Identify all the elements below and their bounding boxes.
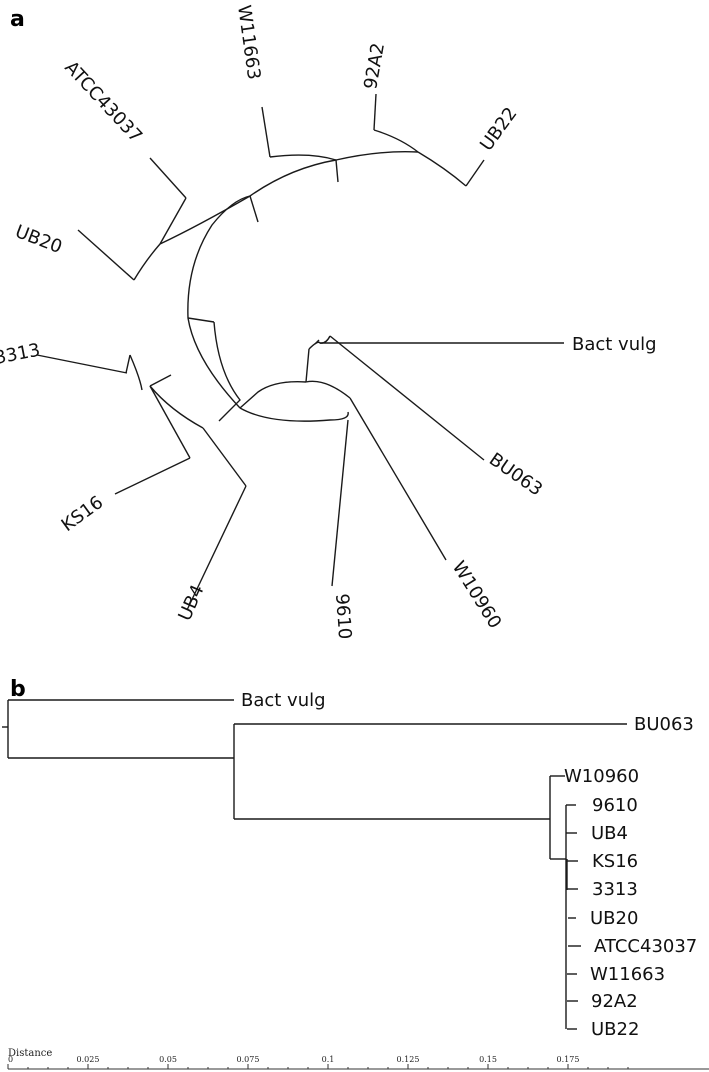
leaf-label-ks16-b: KS16: [592, 851, 638, 872]
panel-label-b: b: [10, 677, 26, 702]
leaf-label-3313-a: 3313: [0, 340, 42, 369]
leaf-label-atcc43037-a: ATCC43037: [60, 57, 146, 147]
branch-ub20: [77, 229, 135, 281]
leaf-label-w10960-b: W10960: [564, 766, 639, 787]
branch-92a2: [373, 93, 377, 131]
stub-atcc: [159, 197, 187, 245]
stub-ub4: [202, 427, 247, 487]
leaf-label-3313-b: 3313: [592, 879, 638, 900]
branch-ub22: [465, 159, 485, 187]
branch-bu063: [329, 335, 485, 461]
leaf-label-9610-b: 9610: [592, 795, 638, 816]
stub-lower: [187, 317, 215, 323]
axis-tick-label: 0.075: [237, 1055, 260, 1064]
stub-ks16b: [149, 385, 191, 459]
leaf-label-ub22-b: UB22: [591, 1019, 639, 1040]
leaf-label-bact-vulg-a: Bact vulg: [572, 334, 657, 355]
leaf-label-92a2-b: 92A2: [591, 991, 638, 1012]
leaf-label-bu063-b: BU063: [634, 714, 694, 735]
arc-3313: [129, 354, 143, 391]
leaf-label-w11663-b: W11663: [590, 964, 665, 985]
arc-lower: [213, 321, 241, 422]
stub-inner: [305, 348, 310, 383]
leaf-label-atcc43037-b: ATCC43037: [594, 936, 697, 957]
axis-tick-label: 0.025: [77, 1055, 100, 1064]
leaf-label-ks16-a: KS16: [58, 492, 108, 536]
stub-ks: [149, 374, 172, 387]
stub-3313: [125, 354, 131, 374]
circular-tree: [36, 93, 564, 611]
leaf-label-w10960-a: W10960: [448, 558, 506, 633]
leaf-label-ub20-b: UB20: [590, 908, 638, 929]
arc-9610: [239, 407, 349, 422]
axis-tick-label: 0: [8, 1055, 13, 1064]
arc-ub22: [417, 151, 467, 187]
leaf-label-w11663-a: W11663: [233, 4, 264, 81]
leaf-label-bact-vulg-b: Bact vulg: [241, 690, 326, 711]
leaf-label-bu063-a: BU063: [485, 449, 546, 501]
branch-ub4: [186, 485, 247, 611]
arc-root: [308, 335, 331, 350]
arc-inner2: [239, 381, 307, 409]
arc-ub20: [133, 243, 161, 281]
branch-w10960: [349, 397, 447, 561]
arc-ub20-atcc: [159, 195, 251, 245]
stub-top: [335, 159, 339, 183]
leaf-label-9610-a: 9610: [331, 593, 355, 640]
arc-top: [249, 159, 337, 197]
stub-upper: [249, 195, 259, 223]
leaf-label-92a2-a: 92A2: [360, 41, 389, 91]
branch-ks16: [114, 457, 191, 495]
panel-label-a: a: [10, 7, 25, 32]
branch-atcc: [149, 157, 187, 199]
axis-tick-label: 0.15: [479, 1055, 497, 1064]
axis-tick-label: 0.1: [322, 1055, 335, 1064]
arc-w11663: [269, 154, 337, 161]
axis-tick-label: 0.125: [397, 1055, 420, 1064]
branch-9610: [331, 419, 349, 587]
rectangular-tree: [2, 699, 627, 1030]
branch-3313: [36, 354, 128, 374]
leaf-label-ub4-b: UB4: [591, 823, 628, 844]
branch-w11663: [261, 106, 271, 158]
axis-ticks: 0 0.025 0.05 0.075 0.1 0.125 0.15 0.175: [7, 1055, 629, 1069]
arc-w10960: [305, 380, 351, 399]
leaf-label-ub20-a: UB20: [12, 221, 65, 258]
leaf-label-ub4-a: UB4: [174, 582, 208, 624]
leaf-label-ub22-a: UB22: [476, 103, 521, 155]
arc-92a2-ub22: [335, 150, 419, 161]
axis-title: Distance: [8, 1048, 52, 1059]
arc-92a2: [373, 129, 419, 153]
axis-tick-label: 0.05: [159, 1055, 177, 1064]
axis-tick-label: 0.175: [557, 1055, 580, 1064]
arc-main: [187, 195, 251, 409]
arc-ks16-3313: [149, 385, 204, 429]
